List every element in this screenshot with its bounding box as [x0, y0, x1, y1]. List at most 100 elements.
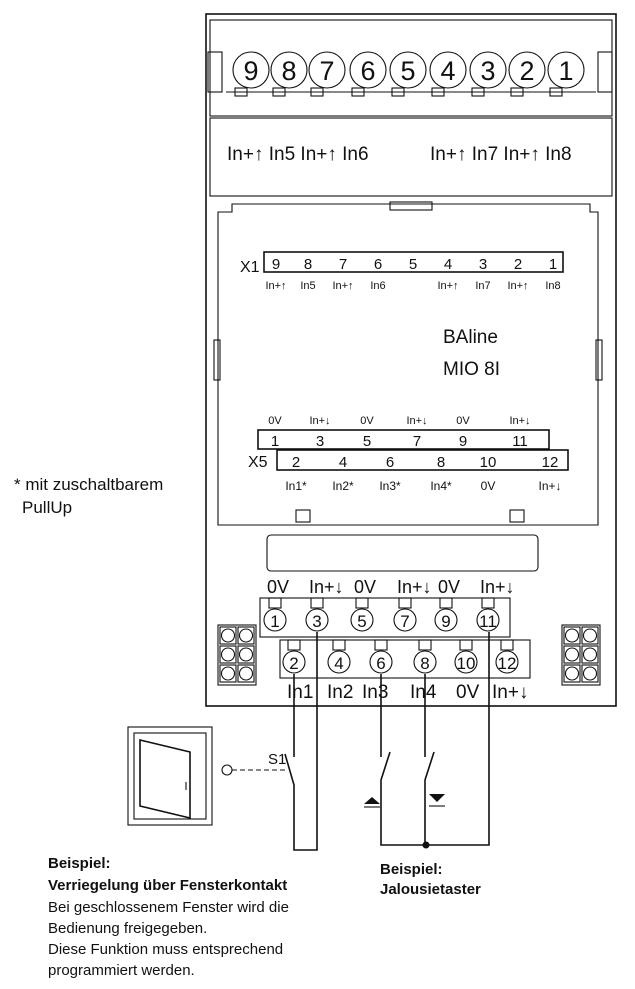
bottom-lower-label: In+↓ [492, 682, 528, 703]
x1-pin-label: In6 [370, 280, 385, 292]
window-icon [127, 726, 213, 826]
terminal-circle [547, 51, 585, 89]
terminal-circle [349, 51, 387, 89]
footnote-line2: PullUp [22, 498, 72, 517]
x5-lower-label: In+↓ [538, 479, 561, 493]
x5-lower-row [276, 449, 569, 471]
bottom-lower-label: In4 [410, 682, 437, 703]
blind-example-subtitle: Jalousietaster [380, 881, 481, 898]
terminal-number: 9 [243, 56, 258, 86]
terminal-circle [508, 51, 546, 89]
x1-pin-number: 5 [409, 256, 417, 273]
terminal-number: 1 [558, 56, 573, 86]
top-labels-right: In+↑ In7 In+↑ In8 [430, 144, 572, 165]
x1-pin-number: 9 [272, 256, 280, 273]
connector-grid [217, 624, 257, 686]
x5-lower-label: In1* [285, 479, 307, 493]
x1-pin-label: In+↑ [507, 280, 528, 292]
terminal-number: 8 [281, 56, 296, 86]
terminal-number: 4 [440, 56, 455, 86]
x1-pin-number: 3 [479, 256, 487, 273]
x1-pin-number: 4 [444, 256, 452, 273]
cover-slot [266, 534, 539, 572]
x1-pin-label: In5 [300, 280, 315, 292]
x1-label: X1 [240, 259, 260, 276]
up-arrow-icon [364, 797, 380, 804]
x5-lower-label: 0V [481, 479, 496, 493]
x5-pin-number: 8 [437, 454, 445, 471]
x5-upper-label: In+↓ [406, 415, 427, 427]
module-housing [205, 13, 617, 707]
bottom-upper-label: In+↓ [480, 577, 515, 597]
top-labels-left: In+↑ In5 In+↑ In6 [227, 144, 369, 165]
terminal-number: 4 [334, 654, 343, 673]
x5-upper-label: 0V [456, 415, 470, 427]
window-example-line: Diese Funktion muss entsprechend [48, 941, 283, 958]
x1-pin-label: In8 [545, 280, 560, 292]
x5-pin-number: 2 [292, 454, 300, 471]
window-example-line: Bedienung freigegeben. [48, 920, 207, 937]
x1-pin-number: 6 [374, 256, 382, 273]
x5-pin-number: 4 [339, 454, 347, 471]
terminal-circle [308, 51, 346, 89]
terminal-number: 2 [519, 56, 534, 86]
terminal-circle [429, 51, 467, 89]
terminal-number: 5 [357, 612, 366, 631]
x5-upper-label: In+↓ [309, 415, 330, 427]
x5-pin-number: 7 [413, 433, 421, 450]
bottom-terminal-upper [259, 597, 511, 638]
x1-pin-label: In+↑ [265, 280, 286, 292]
window-example-line: Bei geschlossenem Fenster wird die [48, 899, 289, 916]
x1-pin-number: 1 [549, 256, 557, 273]
down-arrow-icon [429, 794, 445, 802]
bottom-upper-label: In+↓ [397, 577, 432, 597]
window-example-subtitle: Verriegelung über Fensterkontakt [48, 877, 287, 894]
terminal-number: 3 [312, 612, 321, 631]
x1-pin-number: 7 [339, 256, 347, 273]
bottom-upper-label: In+↓ [309, 577, 344, 597]
terminal-number: 5 [400, 56, 415, 86]
x5-pin-number: 12 [542, 454, 559, 471]
terminal-circle [270, 51, 308, 89]
bottom-lower-label: In3 [362, 682, 388, 703]
x5-lower-label: In3* [379, 479, 401, 493]
terminal-number: 6 [376, 654, 385, 673]
bottom-lower-label: 0V [456, 682, 480, 703]
x5-pin-number: 11 [512, 433, 528, 450]
product-model: MIO 8I [443, 359, 500, 380]
x5-pin-number: 9 [459, 433, 467, 450]
x1-pin-label: In+↑ [332, 280, 353, 292]
inner-panel [217, 203, 599, 526]
terminal-number: 2 [289, 654, 298, 673]
blind-example-title: Beispiel: [380, 861, 443, 878]
x5-upper-label: In+↓ [509, 415, 530, 427]
window-contact-wiring: S1 [221, 632, 318, 851]
x5-upper-label: 0V [268, 415, 282, 427]
connector-grid [561, 624, 601, 686]
window-example-line: programmiert werden. [48, 962, 195, 979]
terminal-number: 1 [270, 612, 279, 631]
top-label-strip [209, 117, 613, 197]
x1-pin-number: 2 [514, 256, 522, 273]
terminal-circle [389, 51, 427, 89]
x5-upper-label: 0V [360, 415, 374, 427]
bottom-upper-label: 0V [267, 577, 289, 597]
window-example-title: Beispiel: [48, 855, 111, 872]
x1-connector [263, 251, 564, 273]
x5-label: X5 [248, 454, 268, 471]
terminal-number: 3 [480, 56, 495, 86]
x5-lower-label: In2* [332, 479, 354, 493]
bottom-upper-label: 0V [354, 577, 376, 597]
x5-pin-number: 5 [363, 433, 371, 450]
terminal-number: 11 [479, 612, 497, 631]
bottom-upper-label: 0V [438, 577, 460, 597]
x1-pin-label: In7 [475, 280, 490, 292]
x5-pin-number: 1 [271, 433, 279, 450]
x5-lower-label: In4* [430, 479, 452, 493]
footnote-line1: * mit zuschaltbarem [14, 475, 163, 494]
bottom-lower-label: In2 [327, 682, 353, 703]
x5-pin-number: 6 [386, 454, 394, 471]
x5-pin-number: 10 [480, 454, 497, 471]
